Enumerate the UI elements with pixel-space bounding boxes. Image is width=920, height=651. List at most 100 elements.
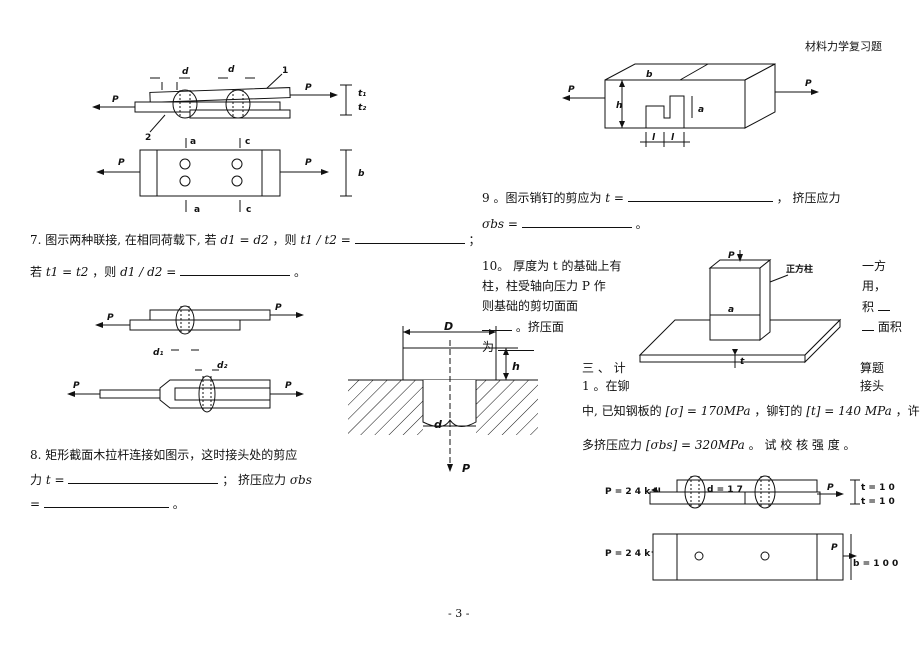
section3-title-b: 算题: [860, 361, 885, 375]
figure-q8-punch: D h d P: [348, 320, 538, 475]
label-P-calc-right: P: [827, 483, 834, 493]
q9-line2-end: 。: [635, 217, 648, 231]
label-P-mid-left: P: [107, 313, 114, 323]
q10-answer-blank-4[interactable]: [862, 318, 874, 331]
q10-answer-blank-shear-area[interactable]: [482, 318, 512, 331]
label-P-right: P: [305, 83, 312, 93]
label-t1: t₁: [358, 89, 366, 99]
q8-tau-symbol: t =: [45, 473, 65, 487]
q10-line4b-text: 面积: [877, 320, 902, 334]
label-P-q10: P: [728, 251, 735, 261]
section3-line2: 中, 已知钢板的 [σ] = 170MPa ，铆钉的 [t] = 140 MPa…: [582, 403, 920, 419]
q10-line3b: 积: [862, 298, 890, 315]
label-a-top: a: [190, 137, 196, 147]
q7-answer-blank-2[interactable]: [180, 263, 291, 276]
q8-line3-prefix: =: [30, 497, 41, 511]
label-P-left: P: [112, 95, 119, 105]
q9-tau-symbol: t =: [605, 191, 624, 205]
q8-line2-prefix: 力: [30, 473, 43, 487]
q8-answer-blank-tau[interactable]: [68, 471, 219, 484]
label-h-q8: h: [512, 360, 520, 373]
label-t-calc-1: t = 1 0: [861, 483, 895, 493]
label-P-calc-plan: P: [831, 543, 838, 553]
q7-text-prefix: 7. 图示两种联接, 在相同荷载下, 若: [30, 233, 217, 247]
label-t-calc-2: t = 1 0: [861, 497, 895, 507]
q7-line2-prefix: 若: [30, 265, 43, 279]
q10-answer-blank-3[interactable]: [877, 298, 890, 311]
q7-condition-2: t1 = t2: [45, 265, 89, 279]
q9-answer-blank-sigma[interactable]: [521, 215, 632, 228]
section3-line1a: 1 。在铆: [582, 379, 630, 393]
q9-line2: σbs = 。: [482, 215, 648, 232]
label-l1-q9: l: [652, 133, 656, 143]
page-header-title: 材料力学复习题: [805, 40, 882, 53]
label-P-plan-left: P: [118, 158, 125, 168]
q7-condition: d1 = d2: [220, 233, 269, 247]
q10-line5a: 为: [482, 338, 534, 355]
q7-line2-end: 。: [293, 265, 306, 279]
label-c-top: c: [245, 137, 250, 147]
section3-line3: 多挤压应力 [σbs] = 320MPa 。 试 校 核 强 度 。: [582, 437, 856, 453]
q7-line1: 7. 图示两种联接, 在相同荷载下, 若 d1 = d2 ，则 t1 / t2 …: [30, 231, 481, 248]
q9-line1-end: ， 挤压应力: [776, 191, 841, 205]
q8-line2: 力 t = ； 挤压应力 σbs: [30, 471, 312, 488]
label-b: b: [358, 169, 365, 179]
label-b-calc: b = 1 0 0: [853, 559, 898, 569]
label-square-column: 正方柱: [786, 263, 813, 275]
figure-q10-column-base: P 正方柱 a t: [638, 250, 842, 368]
label-P-q9-right: P: [805, 79, 812, 89]
section3-sbs-value: [σbs] = 320MPa: [645, 438, 745, 452]
q9-answer-blank-tau[interactable]: [627, 189, 773, 202]
q10-line1a: 10。 厚度为 t 的基础上有: [482, 259, 622, 273]
q10-line2a: 柱，柱受轴向压力 P 作: [482, 279, 606, 293]
label-P-fork-right: P: [285, 381, 292, 391]
figure-q9-pin-block: h b a l l P P: [562, 63, 819, 147]
label-plate-2: 2: [145, 133, 151, 143]
q9-sigma-symbol: σbs =: [482, 217, 518, 231]
q7-line2-mid: ，则: [92, 265, 117, 279]
label-c-bottom: c: [246, 205, 251, 215]
q10-line4a: 。挤压面: [482, 318, 564, 335]
q10-line1b: 一方: [862, 259, 887, 273]
section3-sigma-value: [σ] = 170MPa: [665, 404, 751, 418]
q7-ratio-d: d1 / d2 =: [120, 265, 177, 279]
label-h-q9: h: [616, 101, 622, 111]
label-t-q10: t: [740, 357, 745, 367]
q10-line2b: 用，: [862, 279, 887, 293]
page-number: - 3 -: [448, 607, 470, 620]
section3-line2-a: 中, 已知钢板的: [582, 404, 662, 418]
label-d-q8: d: [434, 418, 442, 431]
label-d2: d: [228, 65, 235, 75]
section3-line3-a: 多挤压应力: [582, 438, 643, 452]
q8-sigma-symbol: σbs: [289, 473, 312, 487]
figure-q7-single-shear: P P d₁ d₂ P P: [67, 303, 304, 413]
q8-line3-end: 。: [172, 497, 185, 511]
q8-line2-mid: ； 挤压应力: [222, 473, 287, 487]
q7-ratio-t: t1 / t2 =: [300, 233, 351, 247]
q8-line3: = 。: [30, 495, 185, 512]
section3-line2-b: ，铆钉的: [754, 404, 803, 418]
label-a-q10: a: [728, 305, 734, 315]
q7-answer-blank-1[interactable]: [354, 231, 465, 244]
label-plate-1: 1: [282, 66, 288, 76]
label-P-mid-right: P: [275, 303, 282, 313]
q7-line2: 若 t1 = t2 ，则 d1 / d2 = 。: [30, 263, 306, 280]
label-d1-mid: d₁: [153, 348, 163, 358]
q10-line5a-text: 为: [482, 340, 495, 354]
label-P-q8: P: [462, 462, 470, 475]
section3-line3-b: 。 试 校 核 强 度 。: [748, 438, 856, 452]
q10-line4b: 面积: [862, 318, 902, 335]
label-d-calc: d = 1 7: [707, 485, 743, 495]
label-t2: t₂: [358, 103, 366, 113]
label-D: D: [444, 320, 453, 333]
q8-answer-blank-sigma[interactable]: [43, 495, 169, 508]
label-P-calc-1: P = 2 4 k N: [605, 487, 661, 497]
q10-answer-blank-bearing-area[interactable]: [497, 338, 534, 351]
figure-q7-double-shear: d d 1 P P 2 t₁ t₂ a c P P b a c: [92, 65, 366, 215]
label-P-calc-2: P = 2 4 k N: [605, 549, 661, 559]
label-P-fork-left: P: [73, 381, 80, 391]
q10-line3a: 则基础的剪切面面: [482, 299, 579, 313]
label-a-q9: a: [698, 105, 704, 115]
label-d2-mid: d₂: [217, 361, 227, 371]
label-l2-q9: l: [671, 133, 675, 143]
